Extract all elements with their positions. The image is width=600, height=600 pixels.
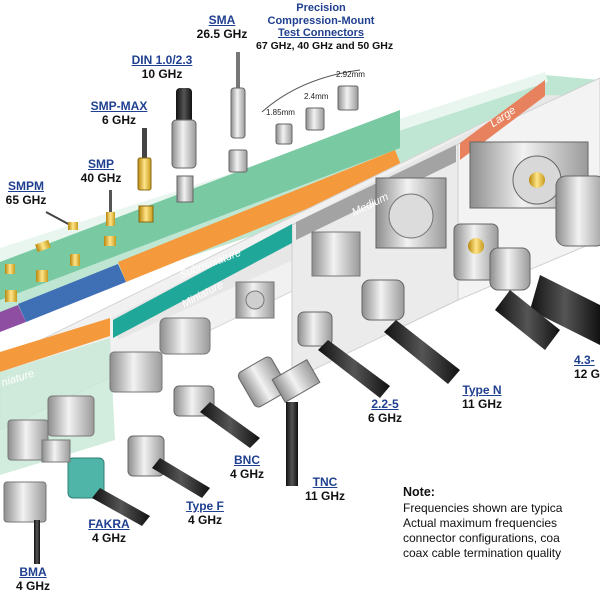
purple-band [0,305,26,332]
label-type-f: Type F 4 GHz [180,499,230,528]
left-orange-band [0,318,110,372]
note-line-2: Actual maximum frequencies [403,515,558,530]
label-din-freq: 10 GHz [141,66,183,81]
label-fakra-freq: 4 GHz [91,530,126,545]
frequency-note: Note: Frequencies shown are typica Actua… [403,485,600,561]
label-sma-freq: 26.5 GHz [196,26,248,41]
label-c225-name: 2.2-5 [371,397,399,411]
label-bnc-name: BNC [234,453,260,467]
note-title: Note: [403,485,435,499]
label-c43-name: 4.3- [574,354,595,367]
precision-size-1: 1.85mm [266,108,295,117]
label-tnc-name: TNC [312,475,338,489]
type-f-connector [127,435,210,498]
label-bma-name: BMA [19,565,47,579]
c225-connector [297,231,390,398]
label-precision: Precision Compression-Mount Test Connect… [256,2,394,52]
label-bnc: BNC 4 GHz [222,453,272,482]
label-smpm-name: SMPM [8,179,44,193]
label-c225: 2.2-5 6 GHz [360,397,410,426]
label-type-n-freq: 11 GHz [461,396,503,411]
precision-size-2: 2.4mm [304,92,329,101]
label-type-f-freq: 4 GHz [187,512,222,527]
label-sma-name: SMA [208,13,236,27]
label-precision-line1: Precision [296,2,346,14]
din-connector [171,88,197,203]
bnc-connector [109,351,260,448]
label-type-n-name: Type N [462,383,502,397]
label-smp-max-freq: 6 GHz [101,112,136,127]
label-tnc: TNC 11 GHz [300,475,350,504]
label-c43-freq: 12 G [574,366,600,381]
label-precision-line2: Compression-Mount [267,14,375,27]
smp-connector [104,190,116,246]
large-band [460,80,545,160]
c43-cable [530,275,600,345]
label-precision-line3: Test Connectors [278,27,364,40]
label-sma: SMA 26.5 GHz [192,13,252,42]
type-n-connector [361,247,560,384]
label-fakra-name: FAKRA [88,517,130,531]
label-smpm: SMPM 65 GHz [2,179,50,208]
label-bma: BMA 4 GHz [8,565,58,594]
smp-max-connector [137,128,154,223]
note-line-1: Frequencies shown are typica [403,500,563,515]
label-smp-max-name: SMP-MAX [90,99,148,113]
label-precision-freq: 67 GHz, 40 GHz and 50 GHz [256,39,394,52]
microminiature-band [18,264,126,322]
label-bnc-freq: 4 GHz [229,466,264,481]
label-din: DIN 1.0/2.3 10 GHz [124,53,200,82]
label-smp-name: SMP [87,157,114,171]
tnc-connector [237,356,321,486]
label-din-name: DIN 1.0/2.3 [131,53,193,67]
label-type-n: Type N 11 GHz [452,383,512,412]
fakra-connector [67,457,150,526]
label-smp-freq: 40 GHz [80,170,122,185]
miniature-band [113,224,292,338]
sma-connector [228,52,248,173]
precision-connectors [261,69,361,145]
smpm-connector [45,211,80,266]
precision-size-3: 2.92mm [336,70,365,79]
subminiature-band [118,150,403,282]
label-fakra: FAKRA 4 GHz [84,517,134,546]
large-7-16-connector [469,141,600,247]
label-c43: 4.3- 12 G [574,354,600,382]
label-smp: SMP 40 GHz [76,157,126,186]
green-shelf-band [0,110,400,300]
bma-connector [3,481,47,564]
note-line-3: connector configurations, coa [403,530,560,545]
label-tnc-freq: 11 GHz [304,488,346,503]
label-type-f-name: Type F [186,499,224,513]
note-line-4: coax cable termination quality [403,545,562,560]
label-smp-max: SMP-MAX 6 GHz [86,99,152,128]
label-c225-freq: 6 GHz [367,410,402,425]
medium-square-connector [375,177,499,281]
label-smpm-freq: 65 GHz [5,192,47,207]
miniature-panel-connectors [159,281,275,355]
lower-left-connectors [7,395,95,463]
label-bma-freq: 4 GHz [15,578,50,593]
left-gold-connectors [5,239,51,302]
